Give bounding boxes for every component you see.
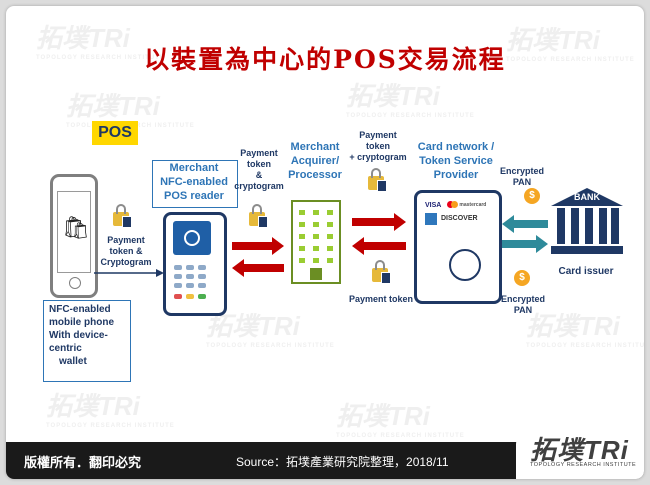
arrow-phone-to-reader <box>94 269 164 277</box>
amex-logo <box>425 213 437 225</box>
acquirer-label: Merchant Acquirer/ Processor <box>288 141 342 181</box>
bank-label: Card issuer <box>558 266 614 277</box>
encrypted-coin-icon: $ <box>514 270 530 286</box>
reader-label-box <box>152 160 238 208</box>
flow-label-network-acquirer: Payment token <box>348 294 414 304</box>
footer: 版權所有．翻印必究 Source：拓墣產業研究院整理，2018/11 拓墣TRi… <box>6 426 644 479</box>
lock-token-icon <box>113 204 132 228</box>
shopper-icon: 🛍 <box>62 215 90 240</box>
pos-reader-icon <box>163 212 227 316</box>
arrows-network-bank <box>502 215 548 253</box>
bank-sign: BANK <box>574 192 600 202</box>
bank-icon: BANK <box>551 188 623 260</box>
slide-title: 以裝置為中心的POS交易流程 <box>144 45 506 74</box>
acquirer-building-icon <box>291 200 341 284</box>
mastercard-logo: mastercard <box>447 201 491 210</box>
token-vault-icon: VISA mastercard DISCOVER <box>414 190 502 304</box>
vault-dial-icon <box>449 249 481 281</box>
arrows-acquirer-network <box>352 213 406 255</box>
lock-token-icon <box>372 260 391 284</box>
phone-label: NFC-enabled mobile phone With device- ce… <box>43 300 131 382</box>
flow-label-reader-acquirer: Payment token & cryptogram <box>234 148 284 191</box>
encrypted-coin-icon: $ <box>524 188 540 204</box>
lock-token-icon <box>368 168 387 192</box>
flow-label-bank-network: Encrypted PAN <box>500 294 545 315</box>
discover-logo: DISCOVER <box>441 215 478 222</box>
lock-token-icon <box>249 204 268 228</box>
visa-logo: VISA <box>425 202 442 209</box>
flow-label-phone-reader: Payment token & Cryptogram <box>100 235 152 267</box>
pos-tag: POS <box>92 121 138 145</box>
mobile-phone-icon: 🛍 <box>50 174 98 298</box>
copyright-notice: 版權所有．翻印必究 <box>24 455 142 470</box>
arrows-reader-acquirer <box>232 237 284 277</box>
flow-label-network-bank: Encrypted PAN <box>500 166 545 187</box>
flow-label-acquirer-network: Payment token + cryptogram <box>349 130 407 162</box>
reader-label: Merchant NFC-enabled POS reader <box>160 162 228 202</box>
network-label: Card network / Token Service Provider <box>417 141 495 181</box>
tri-logo: 拓墣TRi TOPOLOGY RESEARCH INSTITUTE <box>516 426 644 479</box>
source-note: Source：拓墣產業研究院整理，2018/11 <box>236 455 449 469</box>
